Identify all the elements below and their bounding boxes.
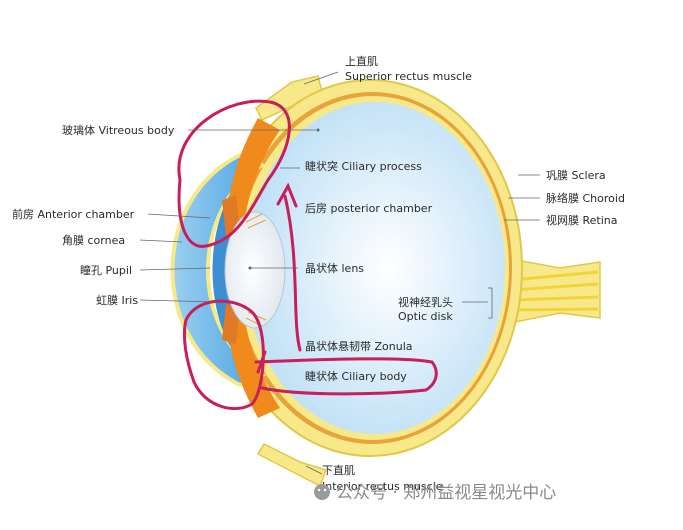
inferior-rectus-muscle bbox=[256, 443, 327, 488]
ciliary-body-bottom bbox=[226, 310, 280, 418]
label-anterior-chamber: 前房 Anterior chamber bbox=[12, 207, 135, 221]
annotation-circle-top bbox=[177, 99, 291, 248]
label-ciliary-process: 睫状突 Ciliary process bbox=[305, 159, 422, 173]
label-optic-disk-en: Optic disk bbox=[398, 310, 453, 323]
label-optic-disk-cn: 视神经乳头 bbox=[398, 295, 453, 309]
lens bbox=[224, 211, 286, 329]
ciliary-body-top bbox=[226, 118, 280, 228]
annotation-circle-bottom bbox=[182, 299, 265, 411]
wechat-icon bbox=[314, 484, 330, 500]
annotation-arrow-top bbox=[283, 194, 302, 352]
label-posterior-chamber: 后房 posterior chamber bbox=[305, 202, 433, 215]
annotation-marks bbox=[177, 99, 438, 411]
anterior-chamber bbox=[212, 170, 250, 370]
label-vitreous: 玻璃体 Vitreous body bbox=[62, 123, 175, 137]
label-superior-rectus-cn: 上直肌 bbox=[345, 54, 378, 68]
label-retina: 视网膜 Retina bbox=[546, 213, 618, 227]
label-inferior-rectus-cn: 下直肌 bbox=[322, 463, 355, 477]
watermark-text: 公众号 · 郑州益视星视光中心 bbox=[336, 483, 556, 503]
vitreous-body bbox=[245, 102, 505, 434]
leader-lines bbox=[139, 71, 540, 475]
annotation-arrow-top-head bbox=[276, 182, 298, 208]
label-cornea: 角膜 cornea bbox=[62, 234, 125, 247]
label-superior-rectus-en: Superior rectus muscle bbox=[345, 70, 472, 83]
label-inferior-rectus-en: Interior rectus muscle bbox=[322, 480, 443, 493]
label-lens: 晶状体 lens bbox=[305, 261, 364, 275]
label-zonula: 晶状体悬韧带 Zonula bbox=[305, 339, 413, 353]
label-iris: 虹膜 Iris bbox=[96, 294, 138, 307]
label-pupil: 瞳孔 Pupil bbox=[80, 263, 132, 277]
label-choroid: 脉络膜 Choroid bbox=[546, 191, 625, 205]
watermark: 公众号 · 郑州益视星视光中心 bbox=[314, 483, 556, 503]
annotation-ciliary-box bbox=[254, 357, 438, 396]
label-sclera: 巩膜 Sclera bbox=[546, 169, 606, 182]
label-ciliary-body: 睫状体 Ciliary body bbox=[305, 369, 407, 383]
optic-nerve-fibers bbox=[511, 270, 599, 312]
